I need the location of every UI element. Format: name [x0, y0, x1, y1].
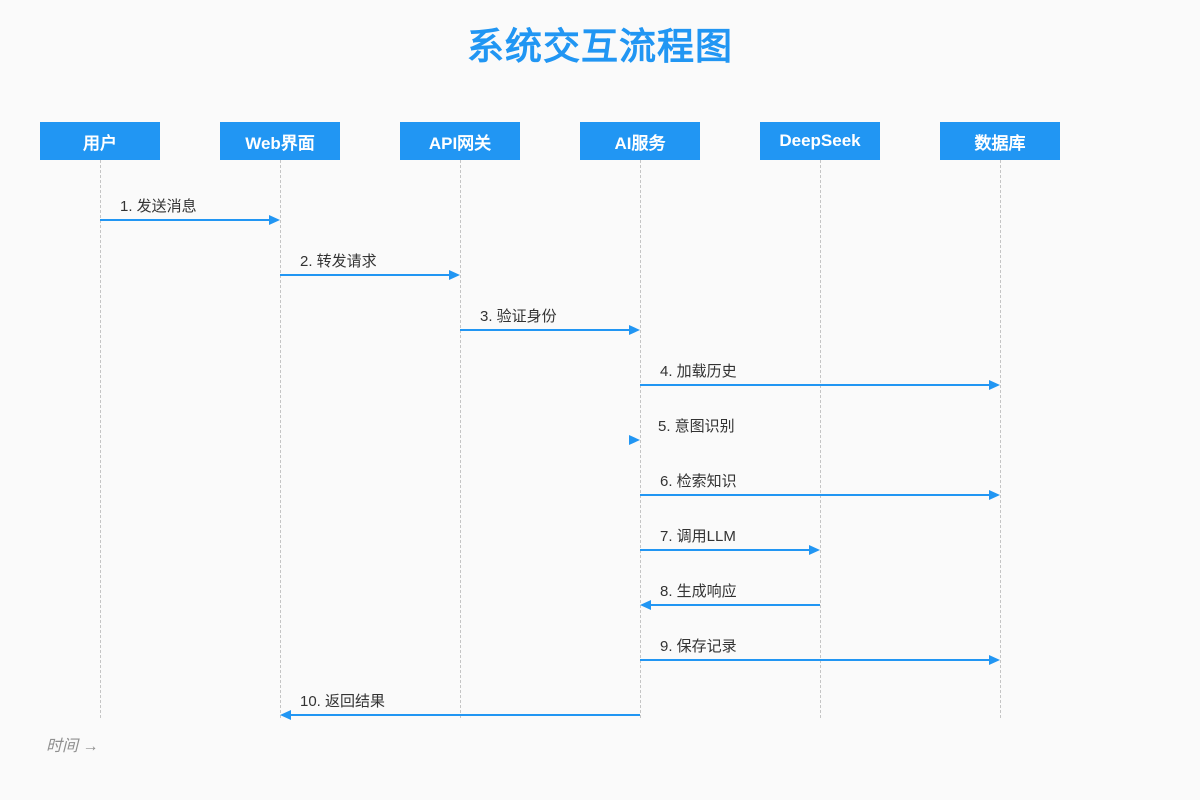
- message-arrow-line: [640, 494, 991, 496]
- arrow-head-icon: [629, 435, 640, 445]
- message-label: 9. 保存记录: [660, 638, 737, 655]
- message-arrow-line: [640, 549, 811, 551]
- lifeline: [820, 160, 821, 718]
- arrow-head-icon: [629, 325, 640, 335]
- message-arrow-line: [280, 274, 451, 276]
- actor-label: DeepSeek: [779, 131, 861, 150]
- actor-box-2: Web界面: [220, 122, 340, 160]
- time-axis-label: 时间 →: [46, 738, 99, 755]
- actor-box-4: AI服务: [580, 122, 700, 160]
- actor-label: AI服务: [614, 133, 666, 153]
- arrow-head-icon: [449, 270, 460, 280]
- lifeline: [1000, 160, 1001, 718]
- message-arrow-line: [649, 604, 820, 606]
- arrow-head-icon: [280, 710, 291, 720]
- lifeline: [460, 160, 461, 718]
- actor-box-3: API网关: [400, 122, 520, 160]
- message-arrow-line: [640, 384, 991, 386]
- message-label: 1. 发送消息: [120, 198, 197, 215]
- actor-box-1: 用户: [40, 122, 160, 160]
- message-label: 5. 意图识别: [658, 418, 735, 435]
- lifeline: [280, 160, 281, 718]
- lifeline: [100, 160, 101, 718]
- message-label: 8. 生成响应: [660, 583, 737, 600]
- actor-label: 用户: [83, 133, 117, 153]
- message-arrow-line: [100, 219, 271, 221]
- arrow-head-icon: [640, 600, 651, 610]
- actor-box-6: 数据库: [940, 122, 1060, 160]
- page-title: 系统交互流程图: [467, 26, 733, 67]
- actor-label: API网关: [428, 133, 492, 153]
- message-label: 4. 加载历史: [660, 363, 737, 380]
- message-label: 10. 返回结果: [300, 693, 386, 710]
- arrow-head-icon: [989, 655, 1000, 665]
- message-label: 2. 转发请求: [300, 253, 377, 270]
- message-label: 6. 检索知识: [660, 473, 737, 490]
- actor-label: 数据库: [974, 133, 1026, 153]
- arrow-head-icon: [269, 215, 280, 225]
- actor-label: Web界面: [245, 133, 315, 153]
- message-arrow-line: [460, 329, 631, 331]
- actor-box-5: DeepSeek: [760, 122, 880, 160]
- message-label: 3. 验证身份: [480, 308, 557, 325]
- arrow-head-icon: [809, 545, 820, 555]
- message-arrow-line: [640, 659, 991, 661]
- arrow-head-icon: [989, 380, 1000, 390]
- message-arrow-line: [289, 714, 640, 716]
- message-label: 7. 调用LLM: [660, 528, 736, 545]
- lifeline: [640, 160, 641, 718]
- arrow-head-icon: [989, 490, 1000, 500]
